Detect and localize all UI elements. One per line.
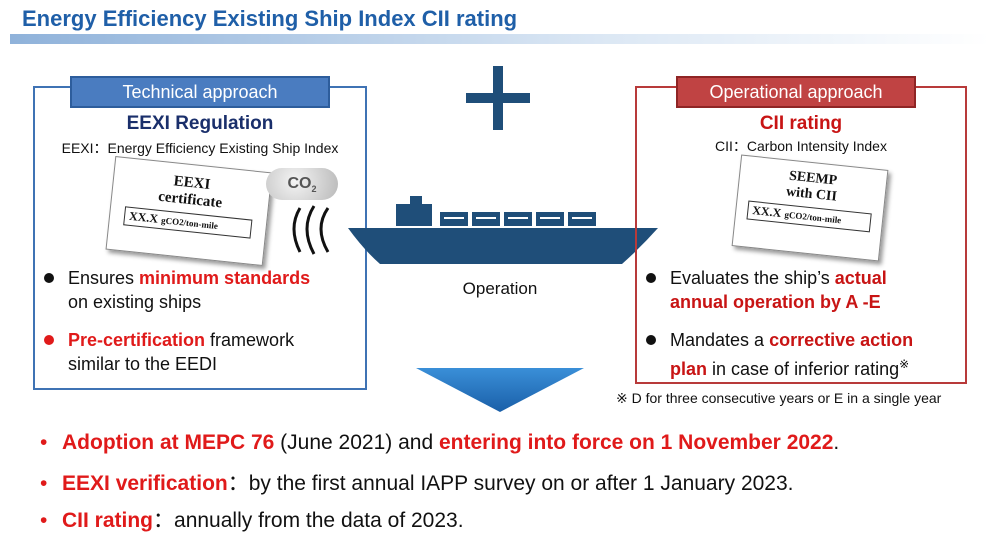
- bottom-bullet-eexi-verification: •EEXI verification：by the first annual I…: [40, 472, 794, 495]
- page-title: Energy Efficiency Existing Ship Index CI…: [22, 6, 518, 31]
- tech-bullet-minimum-standards: Ensures minimum standards on existing sh…: [68, 268, 311, 312]
- ops-bullet-corrective-action: Mandates a corrective action plan in cas…: [670, 330, 914, 379]
- cii-rating-heading: CII rating: [759, 113, 843, 134]
- co2-label: CO: [287, 175, 312, 192]
- cii-definition: CII：Carbon Intensity Index: [715, 138, 887, 154]
- bottom-bullet-cii-rating: •CII rating：annually from the data of 20…: [40, 509, 464, 532]
- eexi-definition: EEXI：Energy Efficiency Existing Ship Ind…: [61, 140, 339, 156]
- down-arrow-icon: [416, 368, 584, 412]
- operation-label: Operation: [462, 279, 538, 298]
- eexi-certificate-icon: EEXI certificate XX.X gCO2/ton-mile: [105, 155, 273, 267]
- tech-bullet-pre-certification: Pre-certification framework similar to t…: [68, 330, 295, 374]
- emission-waves-icon: [292, 205, 330, 255]
- seemp-cert-unit: gCO2/ton-mile: [784, 209, 842, 226]
- bullet-dot-red: [44, 335, 54, 345]
- bullet-dot: [646, 335, 656, 345]
- bullet-dot: [44, 273, 54, 283]
- plus-icon: [466, 66, 530, 130]
- footnote: ※ D for three consecutive years or E in …: [616, 390, 942, 406]
- bullet-dot: [646, 273, 656, 283]
- eexi-cert-value: XX.X: [128, 208, 159, 226]
- bottom-bullet-adoption: •Adoption at MEPC 76 (June 2021) and ent…: [40, 431, 840, 454]
- container-ship-icon: [348, 196, 658, 264]
- operational-approach-tab: Operational approach: [676, 76, 916, 108]
- co2-subscript: 2: [311, 184, 317, 195]
- seemp-cert-value: XX.X: [751, 203, 783, 220]
- technical-approach-tab: Technical approach: [70, 76, 330, 108]
- title-underline-bar: [10, 34, 990, 44]
- ops-bullet-annual-operation: Evaluates the ship’s actual annual opera…: [670, 268, 887, 312]
- eexi-regulation-heading: EEXI Regulation: [126, 113, 274, 134]
- eexi-cert-unit: gCO2/ton-mile: [160, 215, 219, 232]
- co2-cloud-icon: CO2: [266, 168, 338, 200]
- seemp-certificate-icon: SEEMP with CII XX.X gCO2/ton-mile: [731, 154, 889, 262]
